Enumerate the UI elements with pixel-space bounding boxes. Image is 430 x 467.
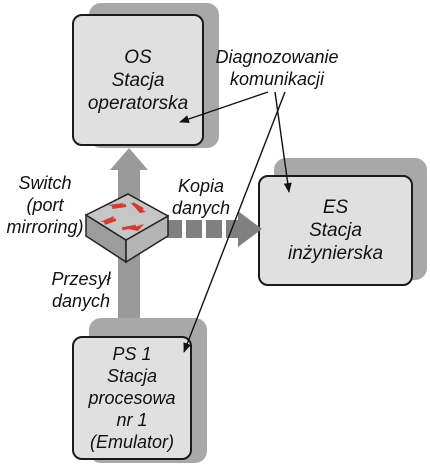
copy-arrow-dash (206, 220, 222, 238)
ps-station-title: PS 1 (112, 344, 152, 364)
transfer-label-line2: danych (51, 291, 111, 311)
copy-label-line1: Kopia (177, 176, 225, 196)
diag-pointer-to-es (274, 91, 292, 193)
copy-arrow-dash (226, 220, 240, 238)
ps-station-box[interactable]: PS 1 Stacja procesowa nr 1 (Emulator) (72, 336, 192, 460)
os-station-box[interactable]: OS Stacja operatorska (72, 14, 204, 146)
copy-arrow-dash (186, 220, 202, 238)
es-station-box[interactable]: ES Stacja inżynierska (258, 175, 413, 286)
switch-icon[interactable] (84, 193, 170, 264)
diag-pointer-to-ps (183, 91, 286, 353)
transfer-label-line1: Przesył (51, 269, 111, 289)
switch-label-line1: Switch (18, 173, 72, 193)
diag-label-line2: komunikacji (229, 69, 325, 89)
data-path-arrowhead (110, 148, 148, 170)
copy-arrow-head (238, 211, 262, 247)
os-station-line3: operatorska (87, 92, 189, 114)
copy-label-line2: danych (171, 198, 231, 218)
switch-arrows-icon (100, 202, 146, 231)
ps-station-line2: Stacja (106, 366, 158, 386)
copy-label: Kopia danych (168, 175, 234, 219)
switch-label-line3: mirroring) (6, 217, 84, 237)
copy-arrow-dash (166, 220, 182, 238)
ps-station-line4: nr 1 (116, 410, 148, 430)
copy-arrow (166, 211, 262, 247)
switch-label-line2: (port (26, 195, 64, 215)
os-station-title: OS (124, 46, 152, 68)
es-station-title: ES (322, 197, 349, 218)
switch-label: Switch (port mirroring) (2, 172, 88, 238)
ps-station-line5: (Emulator) (89, 432, 174, 452)
transfer-label: Przesył danych (44, 268, 118, 312)
switch-top-face (84, 193, 170, 241)
es-station-line3: inżynierska (287, 243, 384, 264)
diag-pointer-to-os (179, 91, 269, 123)
es-station-line2: Stacja (309, 220, 362, 241)
os-station-line2: Stacja (111, 69, 165, 91)
diag-label-line1: Diagnozowanie (215, 47, 339, 67)
diag-label: Diagnozowanie komunikacji (212, 46, 342, 90)
ps-station-line3: procesowa (88, 388, 176, 408)
